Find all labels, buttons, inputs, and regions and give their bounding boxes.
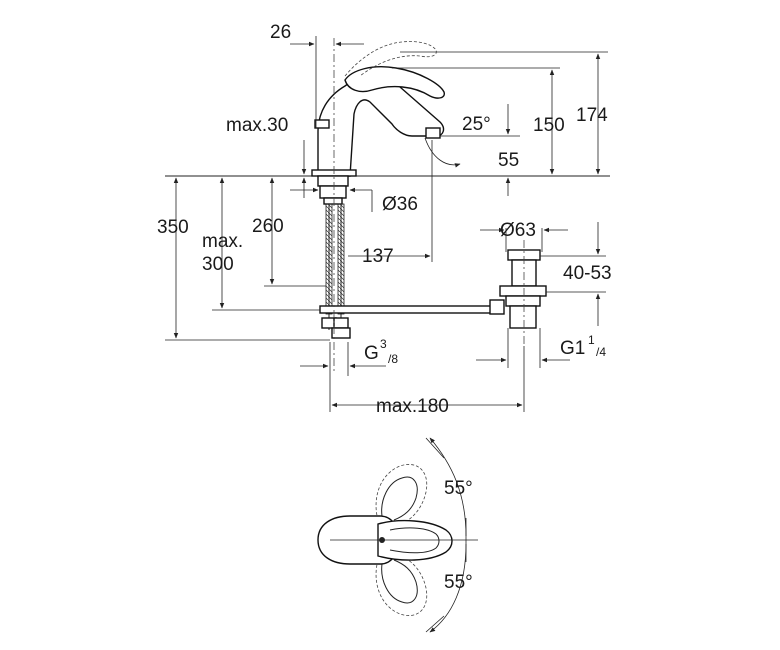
label-max180: max.180 <box>376 396 449 417</box>
label-g114-sup: 1 <box>588 333 595 347</box>
label-55: 55 <box>498 150 519 171</box>
dim-max300: max. 300 <box>202 177 320 311</box>
label-rotation-lower: 55° <box>444 572 473 593</box>
label-g114-main: G1 <box>560 338 585 359</box>
dim-hole-36: Ø36 <box>290 187 418 215</box>
label-max300-line2: 300 <box>202 254 234 275</box>
label-max30: max.30 <box>226 115 288 136</box>
dim-max30: max.30 <box>226 115 307 198</box>
label-25-degrees: 25° <box>462 114 491 135</box>
label-hole-diameter: Ø36 <box>382 194 418 215</box>
faucet-top-view: 55° 55° <box>317 437 478 633</box>
label-174: 174 <box>576 105 608 126</box>
label-150: 150 <box>533 115 565 136</box>
dim-137: 137 <box>348 140 433 267</box>
label-g38-main: G <box>364 343 379 364</box>
dim-26: 26 <box>270 22 364 128</box>
dim-g38: G 3 /8 <box>300 337 398 376</box>
label-26: 26 <box>270 22 291 43</box>
dim-350: 350 <box>157 177 330 341</box>
dim-max180: max.180 <box>329 346 525 417</box>
dim-40-53: 40-53 <box>540 222 612 326</box>
label-350: 350 <box>157 217 189 238</box>
label-max300-line1: max. <box>202 231 243 252</box>
label-rotation-upper: 55° <box>444 478 473 499</box>
label-260: 260 <box>252 216 284 237</box>
label-137: 137 <box>362 246 394 267</box>
dim-waste-63: Ø63 <box>480 220 568 252</box>
dim-heights: 150 174 <box>392 51 608 175</box>
label-waste-diameter: Ø63 <box>500 220 536 241</box>
dim-g114: G1 1 /4 <box>476 328 606 368</box>
dim-260: 260 <box>252 177 326 287</box>
label-g38-sub: /8 <box>388 352 398 366</box>
label-g38-sup: 3 <box>380 337 387 351</box>
waste-valve <box>489 240 547 346</box>
faucet-side-view <box>311 41 461 177</box>
label-40-53: 40-53 <box>563 263 612 284</box>
label-g114-sub: /4 <box>596 345 606 359</box>
dim-55: 55 <box>440 104 520 196</box>
